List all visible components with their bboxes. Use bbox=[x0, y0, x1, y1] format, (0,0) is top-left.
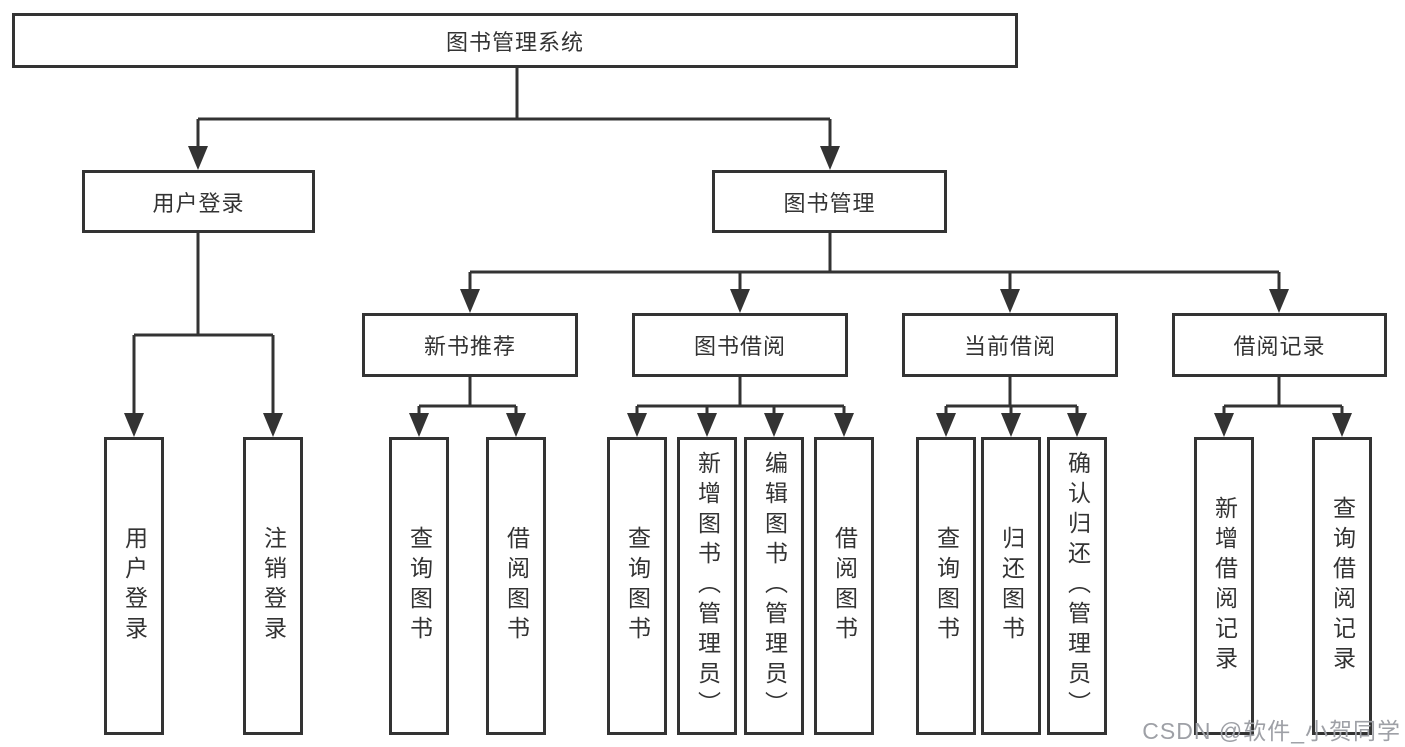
leaf-current-confirm-return-admin: 确认归还（管理员） bbox=[1047, 437, 1107, 735]
leaf-current-confirm-return-admin-label: 确认归还（管理员） bbox=[1064, 451, 1091, 721]
leaf-logout-label: 注销登录 bbox=[260, 526, 287, 646]
node-user-login: 用户登录 bbox=[82, 170, 315, 233]
leaf-borrowing-borrow-books-label: 借阅图书 bbox=[831, 526, 858, 646]
leaf-newbooks-borrow-books-label: 借阅图书 bbox=[503, 526, 530, 646]
arrowheads bbox=[124, 146, 1352, 437]
leaf-newbooks-query-books-label: 查询图书 bbox=[406, 526, 433, 646]
leaf-borrowing-query-books: 查询图书 bbox=[607, 437, 667, 735]
leaf-borrowing-borrow-books: 借阅图书 bbox=[814, 437, 874, 735]
leaf-records-query-record-label: 查询借阅记录 bbox=[1329, 496, 1356, 676]
leaf-user-login: 用户登录 bbox=[104, 437, 164, 735]
leaf-newbooks-borrow-books: 借阅图书 bbox=[486, 437, 546, 735]
csdn-watermark: CSDN @软件_小贺同学 bbox=[1142, 718, 1401, 744]
leaf-borrowing-add-books-admin-label: 新增图书（管理员） bbox=[694, 451, 721, 721]
node-borrowing-records: 借阅记录 bbox=[1172, 313, 1387, 377]
leaf-borrowing-query-books-label: 查询图书 bbox=[624, 526, 651, 646]
leaf-newbooks-query-books: 查询图书 bbox=[389, 437, 449, 735]
node-book-borrowing: 图书借阅 bbox=[632, 313, 848, 377]
leaf-current-return-books-label: 归还图书 bbox=[998, 526, 1025, 646]
leaf-records-add-record-label: 新增借阅记录 bbox=[1211, 496, 1238, 676]
leaf-user-login-label: 用户登录 bbox=[121, 526, 148, 646]
node-current-borrowing: 当前借阅 bbox=[902, 313, 1118, 377]
leaf-borrowing-edit-books-admin-label: 编辑图书（管理员） bbox=[761, 451, 788, 721]
leaf-current-query-books: 查询图书 bbox=[916, 437, 976, 735]
leaf-borrowing-add-books-admin: 新增图书（管理员） bbox=[677, 437, 737, 735]
node-new-book-recommend: 新书推荐 bbox=[362, 313, 578, 377]
leaf-logout: 注销登录 bbox=[243, 437, 303, 735]
leaf-records-query-record: 查询借阅记录 bbox=[1312, 437, 1372, 735]
leaf-current-return-books: 归还图书 bbox=[981, 437, 1041, 735]
leaf-records-add-record: 新增借阅记录 bbox=[1194, 437, 1254, 735]
leaf-current-query-books-label: 查询图书 bbox=[933, 526, 960, 646]
node-book-management: 图书管理 bbox=[712, 170, 947, 233]
node-system-root: 图书管理系统 bbox=[12, 13, 1018, 68]
leaf-borrowing-edit-books-admin: 编辑图书（管理员） bbox=[744, 437, 804, 735]
